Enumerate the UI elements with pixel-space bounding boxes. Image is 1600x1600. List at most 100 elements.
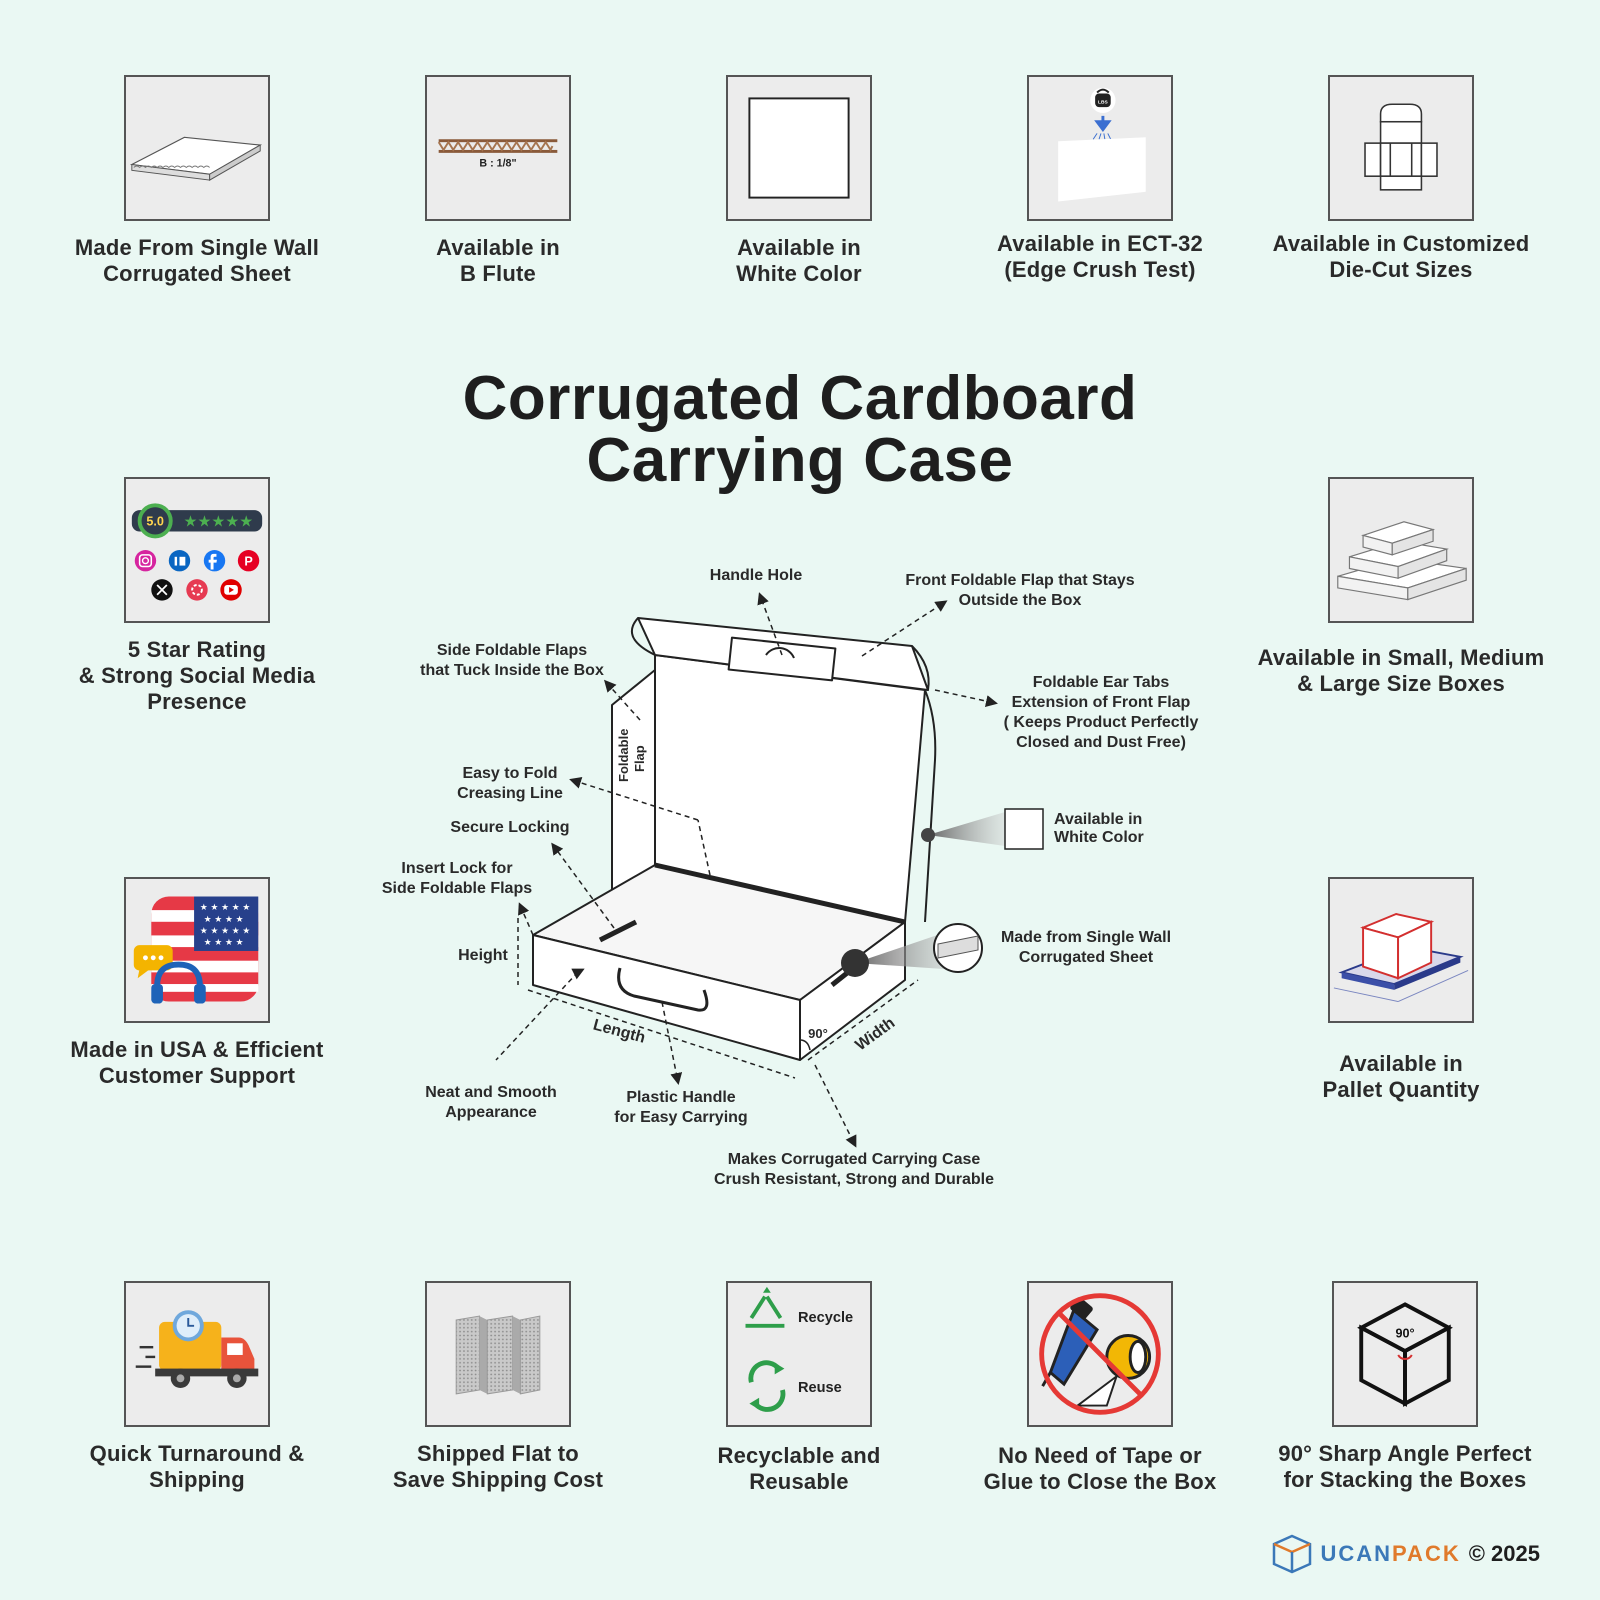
feature-caption: Pallet Quantity (1322, 1077, 1480, 1102)
footer: UCANPACK © 2025 (1270, 1532, 1540, 1576)
feature-rating: 5.0 ★★★★★ P 5 Star Rating & Strong Socia… (47, 477, 347, 715)
label-plastic-handle: Plastic Handle (626, 1089, 735, 1106)
reuse-label: Reuse (798, 1380, 842, 1396)
feature-caption: Available in (436, 235, 560, 260)
label-foldable-flap: Foldable (616, 729, 631, 782)
feature-caption: White Color (736, 261, 862, 286)
label-crush-resistant: Makes Corrugated Carrying Case (728, 1151, 981, 1168)
brand-name: UCANPACK (1320, 1541, 1460, 1567)
label-plastic-handle: for Easy Carrying (614, 1109, 747, 1126)
feature-caption: (Edge Crush Test) (1004, 257, 1196, 282)
label-ear-tabs: Foldable Ear Tabs (1033, 674, 1170, 691)
feature-shipping: Quick Turnaround & Shipping (47, 1281, 347, 1493)
feature-b-flute: B : 1/8" Available in B Flute (348, 75, 648, 287)
label-crease: Easy to Fold (462, 765, 557, 782)
feature-caption: Available in ECT-32 (997, 231, 1203, 256)
label-front-flap: Front Foldable Flap that Stays (905, 572, 1134, 589)
label-height: Height (458, 947, 508, 964)
feature-caption: Recyclable and (717, 1443, 881, 1468)
feature-caption: for Stacking the Boxes (1283, 1467, 1527, 1492)
label-neat: Neat and Smooth (425, 1084, 557, 1101)
corrugated-sheet-icon (124, 75, 270, 221)
feature-ect: LBS Available in ECT-32 (Edge Crush Test… (950, 75, 1250, 283)
feature-caption: & Large Size Boxes (1297, 671, 1505, 696)
feature-flat: Shipped Flat to Save Shipping Cost (348, 1281, 648, 1493)
box-drawing (532, 617, 937, 1061)
svg-text:★ ★ ★ ★: ★ ★ ★ ★ (204, 938, 244, 948)
title-line-2: Carrying Case (586, 426, 1014, 495)
recycle-icon: Recycle Reuse (726, 1281, 872, 1427)
feature-caption: Available in (1339, 1051, 1463, 1076)
page-title: Corrugated Cardboard Carrying Case (300, 368, 1300, 492)
label-handle-hole: Handle Hole (710, 567, 803, 584)
pallet-icon (1328, 877, 1474, 1023)
label-white-color: Available in (1054, 811, 1142, 828)
ect-weight-icon: LBS (1027, 75, 1173, 221)
label-single-wall: Made from Single Wall (1001, 929, 1171, 946)
label-front-flap: Outside the Box (959, 592, 1082, 609)
label-width: Width (852, 1014, 898, 1054)
label-white-color: White Color (1054, 829, 1144, 846)
feature-caption: Made From Single Wall (74, 235, 320, 260)
linkedin-icon (168, 550, 191, 572)
feature-caption: Shipped Flat to (417, 1441, 579, 1466)
flute-size-label: B : 1/8" (479, 157, 516, 169)
feature-caption: Corrugated Sheet (103, 261, 291, 286)
feature-caption: Presence (147, 689, 247, 714)
yelp-icon (186, 579, 208, 601)
brand-part-a: UCAN (1320, 1541, 1393, 1566)
feature-usa: ★ ★ ★ ★ ★★ ★ ★ ★★ ★ ★ ★ ★★ ★ ★ ★ Made in… (47, 877, 347, 1089)
rating-stars: ★★★★★ (184, 513, 254, 531)
die-cut-icon (1328, 75, 1474, 221)
svg-text:★ ★ ★ ★ ★: ★ ★ ★ ★ ★ (200, 903, 251, 913)
feature-recycle: Recycle Reuse Recyclable and Reusable (649, 1281, 949, 1495)
feature-caption: Available in Customized (1272, 231, 1530, 256)
feature-pallet: Available in Pallet Quantity (1251, 877, 1551, 1103)
label-foldable-flap: Flap (632, 745, 647, 772)
label-ear-tabs: Extension of Front Flap (1012, 694, 1191, 711)
svg-text:★ ★ ★ ★: ★ ★ ★ ★ (204, 915, 244, 925)
feature-caption: Save Shipping Cost (392, 1467, 604, 1492)
feature-caption: & Strong Social Media (78, 663, 316, 688)
flat-boards-icon (425, 1281, 571, 1427)
feature-caption: Die-Cut Sizes (1329, 257, 1473, 282)
angle-label: 90° (1395, 1326, 1414, 1340)
usa-support-icon: ★ ★ ★ ★ ★★ ★ ★ ★★ ★ ★ ★ ★★ ★ ★ ★ (124, 877, 270, 1023)
feature-no-tape: No Need of Tape or Glue to Close the Box (950, 1281, 1250, 1495)
feature-caption: Available in Small, Medium (1257, 645, 1545, 670)
label-neat: Appearance (445, 1104, 537, 1121)
weight-label: LBS (1098, 99, 1108, 105)
feature-caption: No Need of Tape or (998, 1443, 1202, 1468)
stacked-boxes-icon (1328, 477, 1474, 623)
feature-white-color: Available in White Color (649, 75, 949, 287)
feature-caption: Customer Support (98, 1063, 296, 1088)
label-crush-resistant: Crush Resistant, Strong and Durable (714, 1171, 994, 1188)
pinterest-icon (237, 550, 260, 572)
feature-caption: Reusable (749, 1469, 849, 1494)
label-angle: 90° (808, 1026, 828, 1041)
feature-sizes: Available in Small, Medium & Large Size … (1251, 477, 1551, 697)
feature-caption: Quick Turnaround & (89, 1441, 305, 1466)
feature-caption: B Flute (460, 261, 536, 286)
label-insert-lock: Side Foldable Flaps (382, 880, 532, 897)
copyright: © 2025 (1468, 1541, 1540, 1566)
label-side-flaps: that Tuck Inside the Box (420, 662, 604, 679)
feature-caption: Glue to Close the Box (983, 1469, 1217, 1494)
feature-caption: Shipping (149, 1467, 245, 1492)
feature-caption: Made in USA & Efficient (70, 1037, 324, 1062)
leader-lines (495, 592, 998, 1148)
delivery-truck-icon (124, 1281, 270, 1427)
label-ear-tabs: ( Keeps Product Perfectly (1004, 714, 1199, 731)
recycle-label: Recycle (798, 1310, 853, 1326)
feature-single-wall: Made From Single Wall Corrugated Sheet (47, 75, 347, 287)
label-single-wall: Corrugated Sheet (1019, 949, 1154, 966)
cube-angle-icon: 90° (1332, 1281, 1478, 1427)
title-line-1: Corrugated Cardboard (462, 364, 1138, 433)
svg-text:★ ★ ★ ★ ★: ★ ★ ★ ★ ★ (200, 926, 251, 936)
label-insert-lock: Insert Lock for (401, 860, 512, 877)
svg-text:P: P (244, 555, 252, 569)
b-flute-icon: B : 1/8" (425, 75, 571, 221)
label-ear-tabs: Closed and Dust Free) (1016, 734, 1186, 751)
feature-caption: Available in (737, 235, 861, 260)
label-secure-locking: Secure Locking (450, 819, 569, 836)
